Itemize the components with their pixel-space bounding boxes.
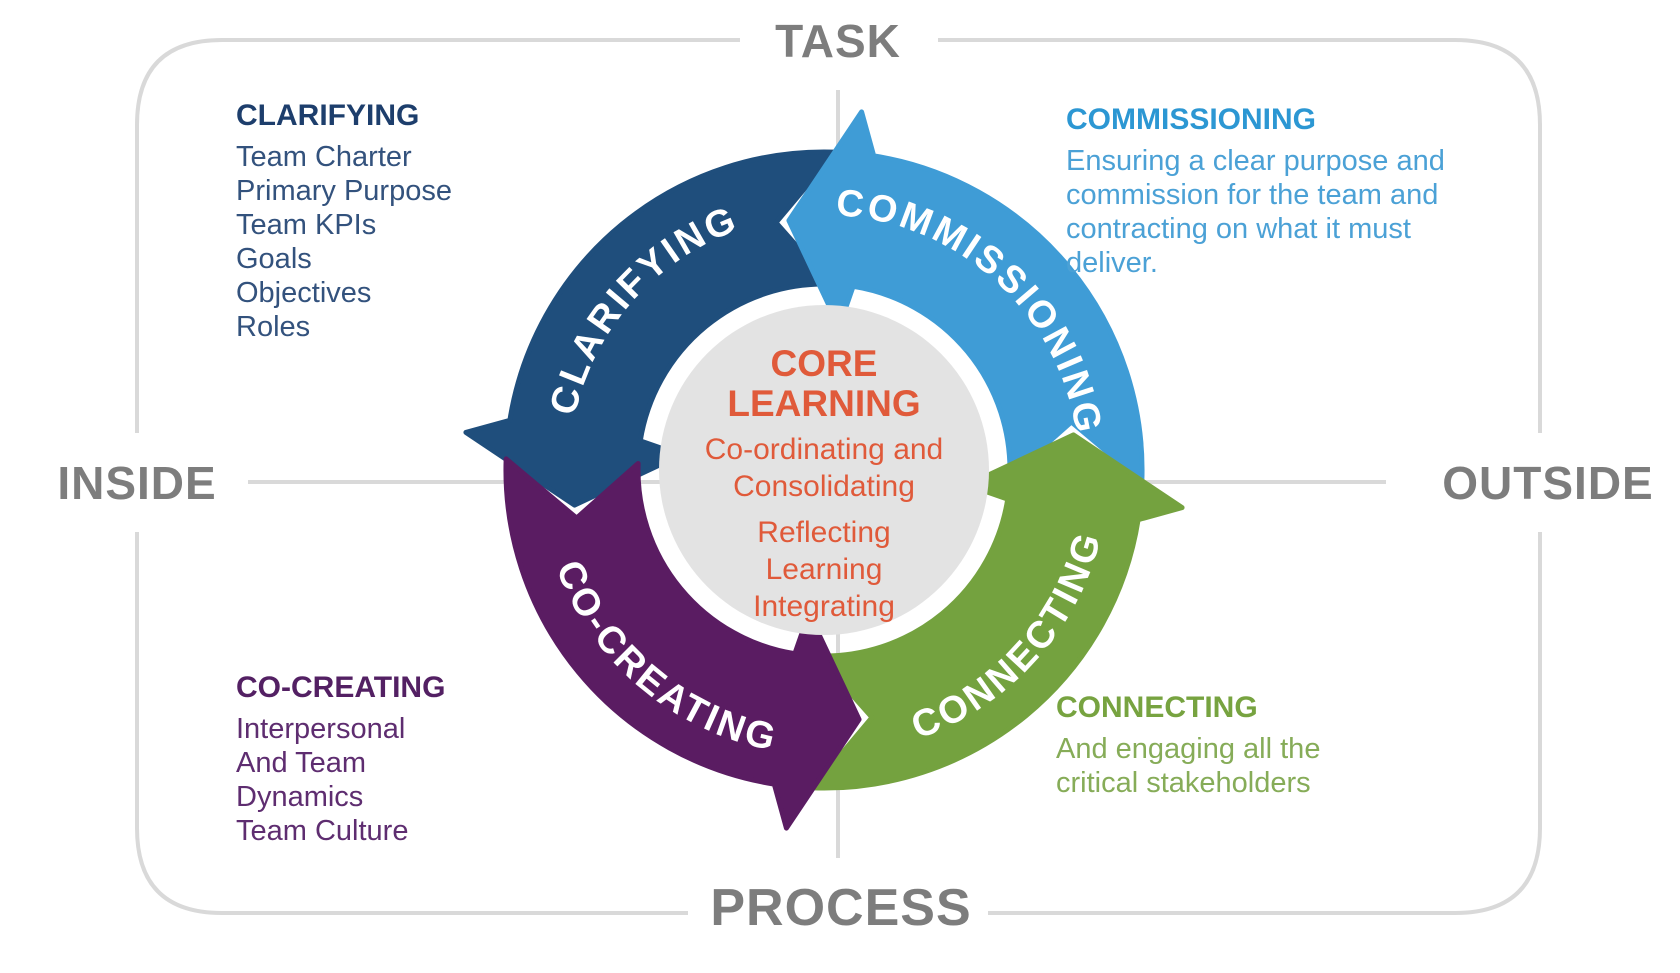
clarifying-heading: CLARIFYING [236, 99, 420, 132]
frame-bottom-left-segment [135, 532, 688, 915]
commissioning-text-line: contracting on what it must [1066, 213, 1411, 245]
connecting-text-line: And engaging all the [1056, 733, 1321, 765]
frame-top-left-segment [135, 38, 740, 433]
core-learning-title-line2: LEARNING [727, 383, 921, 424]
clarifying-item: Objectives [236, 277, 372, 309]
core-learning-line: Integrating [753, 590, 895, 623]
clarifying-item: Primary Purpose [236, 175, 452, 207]
commissioning-heading: COMMISSIONING [1066, 103, 1317, 136]
cocreating-item: Team Culture [236, 815, 409, 847]
frame-top-right-segment [938, 38, 1542, 433]
connecting-description-block: CONNECTING And engaging all the critical… [1056, 691, 1320, 800]
core-learning-line: Reflecting [757, 516, 891, 549]
core-learning-text: CORE LEARNING Co-ordinating and Consolid… [674, 344, 974, 625]
connecting-text-line: critical stakeholders [1056, 767, 1311, 799]
core-learning-circle [659, 305, 989, 635]
axis-label-outside: OUTSIDE [1442, 457, 1654, 509]
commissioning-description-block: COMMISSIONING Ensuring a clear purpose a… [1066, 103, 1445, 280]
cocreating-heading: CO-CREATING [236, 671, 446, 704]
axis-label-task: TASK [775, 15, 901, 67]
frame-bottom-right-segment [988, 532, 1542, 915]
core-learning-line: Learning [765, 553, 883, 586]
clarifying-item: Goals [236, 243, 312, 275]
commissioning-text-line: Ensuring a clear purpose and [1066, 145, 1445, 177]
core-learning-title-line1: CORE [770, 343, 878, 384]
commissioning-text-line: commission for the team and [1066, 179, 1439, 211]
clarifying-item: Team Charter [236, 141, 412, 173]
axis-label-process: PROCESS [710, 879, 972, 937]
cocreating-item: Interpersonal [236, 713, 406, 745]
core-learning-line: Consolidating [733, 470, 915, 503]
commissioning-text-line: deliver. [1066, 247, 1158, 279]
clarifying-description-block: CLARIFYING Team Charter Primary Purpose … [236, 99, 452, 344]
core-learning-line: Co-ordinating and [704, 433, 944, 466]
cocreating-item: Dynamics [236, 781, 364, 813]
cocreating-description-block: CO-CREATING Interpersonal And Team Dynam… [236, 671, 445, 848]
clarifying-item: Team KPIs [236, 209, 377, 241]
axis-label-inside: INSIDE [57, 457, 217, 509]
clarifying-item: Roles [236, 311, 311, 343]
cocreating-item: And Team [236, 747, 367, 779]
connecting-heading: CONNECTING [1056, 691, 1258, 724]
